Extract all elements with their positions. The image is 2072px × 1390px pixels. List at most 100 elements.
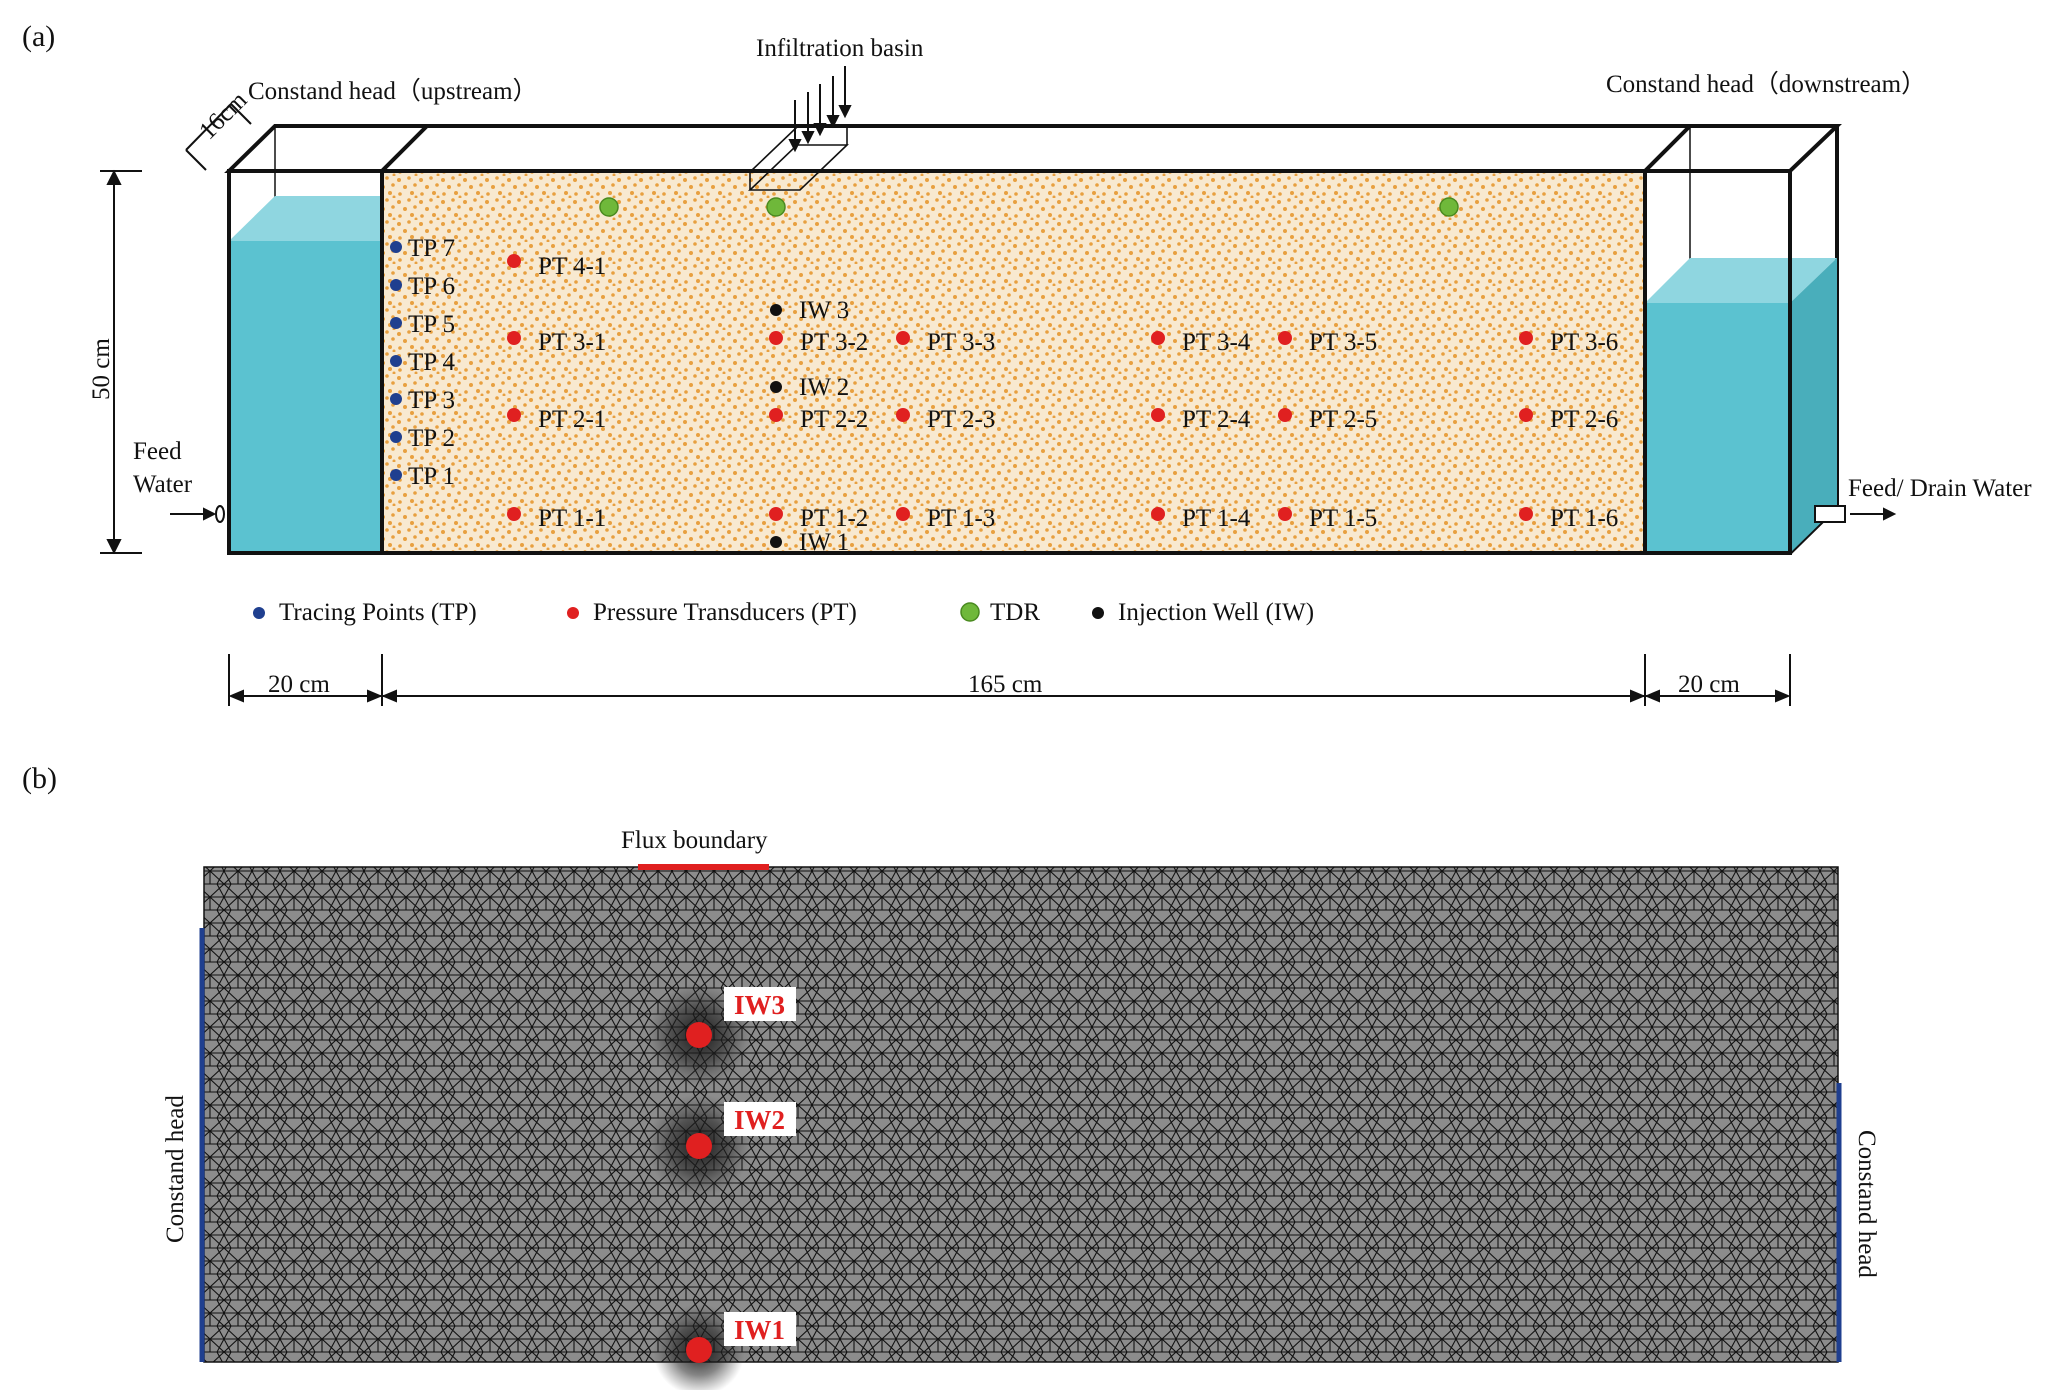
tp-3-label: TP 3 (408, 387, 455, 414)
pt-4-1-dot (507, 254, 521, 268)
width-label: 16cm (194, 86, 253, 145)
tdr-2 (766, 197, 786, 217)
flux-boundary-label: Flux boundary (621, 827, 768, 854)
upstream-reservoir (229, 196, 382, 553)
tdr-sensors (599, 197, 1459, 217)
iw1-label-bg (724, 1312, 796, 1346)
tp-6-dot (390, 279, 402, 291)
downstream-water (1645, 303, 1790, 553)
pt-2-5-dot (1278, 408, 1292, 422)
pt-3-3-label: PT 3-3 (927, 329, 995, 356)
pt-1-6-label: PT 1-6 (1550, 505, 1618, 532)
iw2-label-bg (724, 1102, 796, 1136)
legend-tdr-dot (960, 602, 980, 622)
pt-2-5-label: PT 2-5 (1309, 406, 1377, 433)
width-dimension (185, 103, 252, 171)
pt-1-5-dot (1278, 507, 1292, 521)
injection-wells: IW 3 IW 2 IW 1 (770, 297, 849, 556)
iw-3-label: IW 3 (799, 297, 849, 324)
height-dimension (100, 169, 142, 555)
tdr-1 (599, 197, 619, 217)
tp-5-dot (390, 317, 402, 329)
mesh-wells: IW3 IW2 IW1 (686, 987, 796, 1363)
mesh-domain (203, 866, 1839, 1363)
iw1-marker (686, 1337, 712, 1363)
pt-1-1-label: PT 1-1 (538, 505, 606, 532)
pt-3-6-label: PT 3-6 (1550, 329, 1618, 356)
iw3-label-bg (724, 987, 796, 1021)
constant-head-right-label: Constand head (1853, 1130, 1880, 1278)
legend-tp-dot (253, 607, 265, 619)
pt-1-2-label: PT 1-2 (800, 505, 868, 532)
pt-2-2-dot (769, 408, 783, 422)
tracing-points: TP 7 TP 6 TP 5 TP 4 TP 3 TP 2 TP 1 (390, 235, 455, 490)
tp-7-dot (390, 241, 402, 253)
dim-upstream-label: 20 cm (268, 671, 330, 698)
legend-tp-label: Tracing Points (TP) (279, 599, 477, 626)
pt-2-3-dot (896, 408, 910, 422)
drain-arrow-icon (1814, 505, 1897, 523)
pt-1-6-dot (1519, 507, 1533, 521)
pt-3-2-label: PT 3-2 (800, 329, 868, 356)
tp-2-label: TP 2 (408, 425, 455, 452)
pt-2-4-dot (1151, 408, 1165, 422)
feed-water-label-2: Water (133, 471, 193, 498)
dim-sand-label: 165 cm (968, 671, 1043, 698)
pt-1-4-dot (1151, 507, 1165, 521)
tp-1-dot (390, 469, 402, 481)
tdr-3 (1439, 197, 1459, 217)
pt-3-6-dot (1519, 331, 1533, 345)
pt-3-2-dot (769, 331, 783, 345)
iw-3-dot (770, 304, 782, 316)
feed-arrow-icon (170, 505, 225, 523)
pt-2-2-label: PT 2-2 (800, 406, 868, 433)
legend: Tracing Points (TP) Pressure Transducers… (253, 599, 1314, 626)
pt-1-3-label: PT 1-3 (927, 505, 995, 532)
pt-1-1-dot (507, 507, 521, 521)
iw-1-label: IW 1 (799, 529, 849, 556)
infiltration-basin (748, 126, 849, 191)
tp-4-label: TP 4 (408, 349, 455, 376)
tp-3-dot (390, 393, 402, 405)
pt-3-3-dot (896, 331, 910, 345)
height-label: 50 cm (88, 338, 115, 400)
infiltration-arrows-icon (788, 66, 852, 153)
pt-1-2-dot (769, 507, 783, 521)
pt-2-1-dot (507, 408, 521, 422)
legend-pt-label: Pressure Transducers (PT) (593, 599, 857, 626)
iw2-marker (686, 1133, 712, 1159)
upstream-label: Constand head（upstream） (248, 77, 538, 105)
downstream-label: Constand head（downstream） (1606, 70, 1926, 98)
feed-water-label-1: Feed (133, 438, 182, 465)
length-dimensions (228, 654, 1791, 706)
constant-head-left-label: Constand head (162, 1095, 189, 1243)
iw1-label: IW1 (734, 1315, 785, 1345)
iw3-marker (686, 1022, 712, 1048)
pressure-transducers: PT 4-1 PT 3-1 PT 3-2 PT 3-3 PT 3-4 PT 3-… (507, 253, 1618, 532)
downstream-water-side (1790, 258, 1837, 553)
tp-1-label: TP 1 (408, 463, 455, 490)
tank-front (227, 169, 1792, 555)
legend-iw-label: Injection Well (IW) (1118, 599, 1314, 626)
upstream-water-top (229, 196, 382, 241)
legend-pt-dot (567, 607, 579, 619)
iw-2-dot (770, 381, 782, 393)
iw3-label: IW3 (734, 990, 785, 1020)
iw2-label: IW2 (734, 1105, 785, 1135)
legend-iw-dot (1092, 607, 1104, 619)
pt-2-6-dot (1519, 408, 1533, 422)
pt-3-1-dot (507, 331, 521, 345)
tp-4-dot (390, 355, 402, 367)
tp-5-label: TP 5 (408, 311, 455, 338)
pt-1-4-label: PT 1-4 (1182, 505, 1251, 532)
pt-2-1-label: PT 2-1 (538, 406, 606, 433)
sand-body (382, 171, 1645, 553)
pt-4-1-label: PT 4-1 (538, 253, 606, 280)
dim-downstream-label: 20 cm (1678, 671, 1740, 698)
pt-2-4-label: PT 2-4 (1182, 406, 1251, 433)
tp-7-label: TP 7 (408, 235, 455, 262)
tp-6-label: TP 6 (408, 273, 455, 300)
pt-2-6-label: PT 2-6 (1550, 406, 1618, 433)
pt-2-3-label: PT 2-3 (927, 406, 995, 433)
